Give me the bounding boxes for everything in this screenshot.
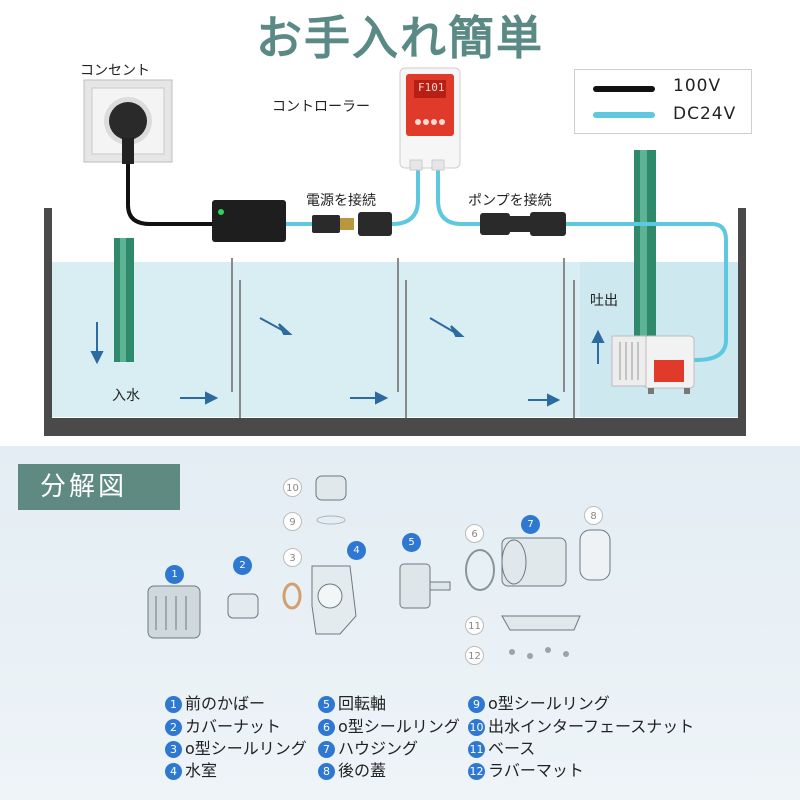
part-8 xyxy=(579,529,611,581)
pump-connect-label: ポンプを接続 xyxy=(468,193,552,209)
badge-part-3: 3 xyxy=(283,548,302,567)
legend-dc-line xyxy=(593,112,655,118)
badge-part-10: 10 xyxy=(283,478,302,497)
inlet-label: 入水 xyxy=(112,388,140,404)
tank xyxy=(44,208,746,436)
legend-ac-line xyxy=(593,86,655,92)
power-adapter xyxy=(212,200,286,242)
aquarium-diagram xyxy=(44,67,746,436)
flow-arrows xyxy=(90,317,605,407)
connector-power xyxy=(312,212,392,236)
part-2 xyxy=(227,593,259,619)
exploded-parts xyxy=(147,475,611,659)
badge-part-9: 9 xyxy=(283,512,302,531)
controller-label: コントローラー xyxy=(272,99,370,115)
partitions xyxy=(231,258,575,418)
discharge-label: 吐出 xyxy=(590,293,618,309)
controller-display: F101 xyxy=(418,81,445,94)
outlet-label: コンセント xyxy=(80,63,150,79)
part-10 xyxy=(315,475,347,501)
part-3 xyxy=(282,582,302,610)
part-11 xyxy=(501,615,581,631)
power-connect-label: 電源を接続 xyxy=(306,193,376,209)
part-6 xyxy=(465,549,495,591)
badge-part-8: 8 xyxy=(584,506,603,525)
section-title: 分解図 xyxy=(18,464,180,510)
badge-part-1: 1 xyxy=(165,565,184,584)
badge-part-6: 6 xyxy=(465,524,484,543)
legend-dc-label: DC24V xyxy=(673,104,737,124)
connector-pump xyxy=(480,212,566,236)
wall-outlet xyxy=(83,79,173,164)
controller-device xyxy=(399,67,461,171)
ac-cable xyxy=(126,164,214,226)
badge-part-2: 2 xyxy=(233,556,252,575)
cable-legend: 100V DC24V xyxy=(574,69,752,134)
part-7 xyxy=(501,537,567,587)
badge-part-11: 11 xyxy=(465,616,484,635)
part-1 xyxy=(147,585,201,639)
part-12 xyxy=(509,647,569,659)
pump xyxy=(611,335,695,394)
badge-part-7: 7 xyxy=(521,515,540,534)
inlet-pipe xyxy=(114,238,134,362)
part-5 xyxy=(399,563,451,609)
dc-cables xyxy=(286,166,728,362)
part-9 xyxy=(316,515,346,525)
badge-part-12: 12 xyxy=(465,646,484,665)
part-4 xyxy=(311,565,357,635)
page-title: お手入れ簡単 xyxy=(256,11,544,65)
legend-ac-label: 100V xyxy=(673,76,722,96)
outlet-pipe xyxy=(634,150,656,340)
badge-part-5: 5 xyxy=(402,533,421,552)
badge-part-4: 4 xyxy=(347,541,366,560)
